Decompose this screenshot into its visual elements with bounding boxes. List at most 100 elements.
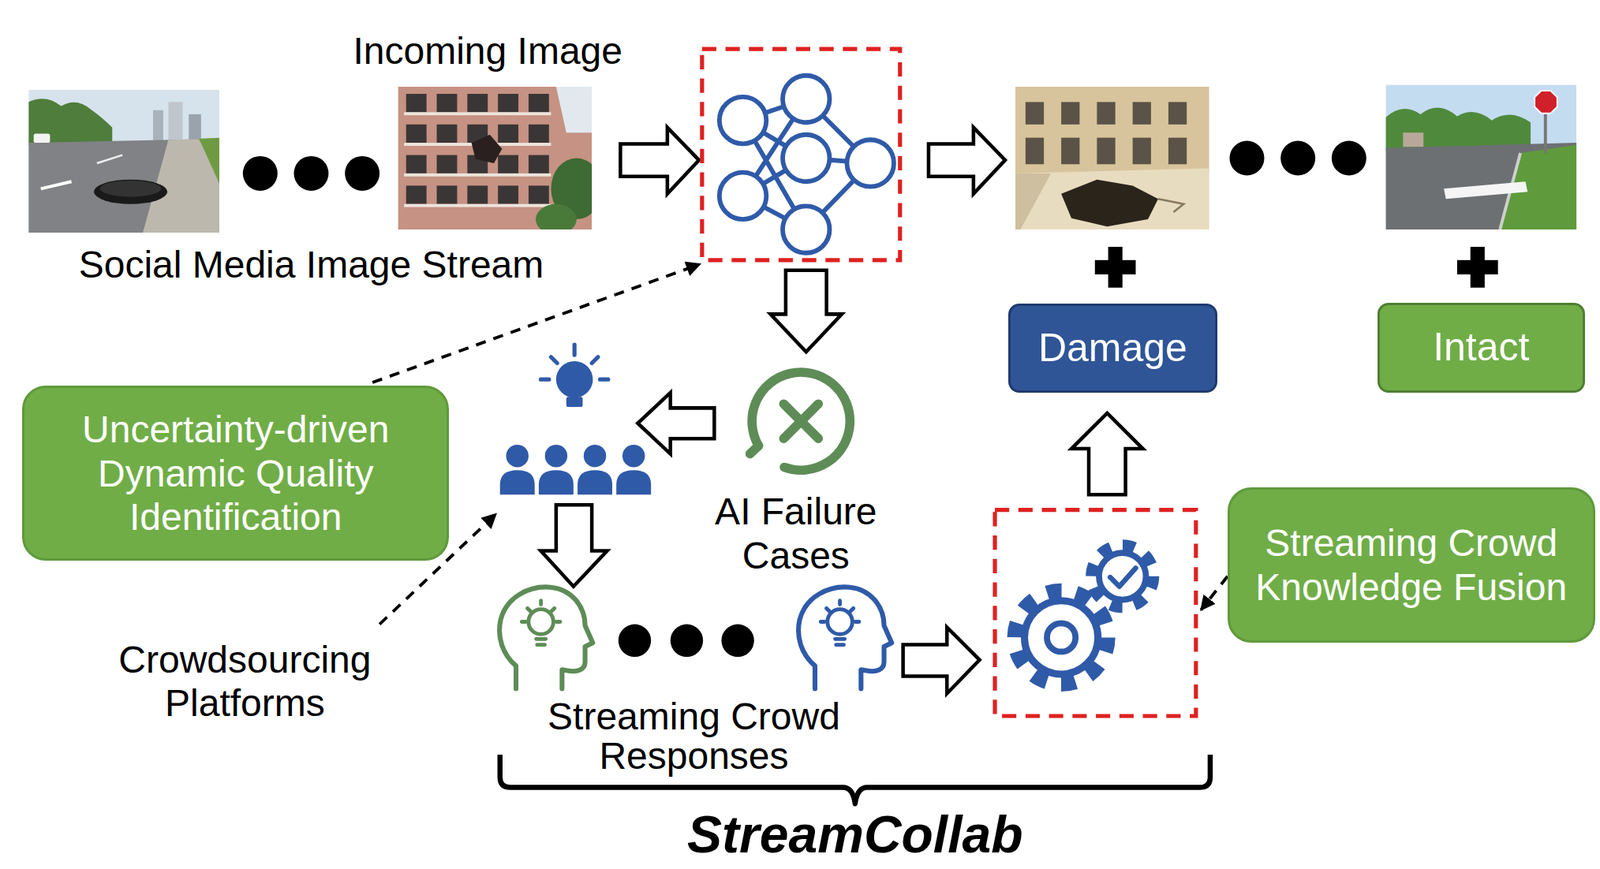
hollow-arrow-part <box>903 627 980 694</box>
road-sinkhole-photo-part <box>28 138 220 233</box>
building-photo-part-part <box>467 93 488 113</box>
neural-network-icon-part-part <box>846 139 894 187</box>
framework-name: StreamCollab <box>687 808 1023 861</box>
intact-road-photo <box>1385 84 1577 230</box>
hollow-arrow-part <box>1071 413 1144 495</box>
plus-sign-part <box>1470 246 1485 288</box>
gears-icon-part <box>1046 623 1076 652</box>
ellipsis-dots-part <box>344 156 380 191</box>
caption-label: Social Media Image Stream <box>78 243 545 288</box>
gears-icon <box>1014 545 1154 685</box>
building-photo-part-part <box>497 93 519 113</box>
ellipsis-dots-part <box>1229 141 1265 176</box>
road-sinkhole-photo-part <box>168 101 183 141</box>
neural-network-icon-part <box>719 75 894 254</box>
road-sinkhole-photo-part <box>198 138 220 184</box>
crowd-icon-part <box>500 470 535 495</box>
thinking-head-icon <box>798 586 892 689</box>
building-photo-part-part <box>406 124 427 143</box>
thinking-head-icon-part <box>528 609 554 636</box>
damaged-street-photo-part <box>1015 168 1210 230</box>
ellipsis-dots-part <box>242 156 278 191</box>
class-box: Intact <box>1377 302 1586 393</box>
damaged-street-photo <box>1015 86 1210 230</box>
caption-label: Incoming Image <box>352 29 623 73</box>
damaged-street-photo-part <box>1061 179 1159 227</box>
building-photo-part <box>403 112 551 207</box>
building-photo <box>397 86 592 230</box>
intact-road-photo-part <box>1385 142 1577 230</box>
hollow-arrow-part <box>770 270 842 352</box>
damaged-street-photo-part <box>1158 198 1184 213</box>
damaged-street-photo-part <box>1015 86 1210 230</box>
road-sinkhole-photo-part <box>188 114 202 142</box>
damaged-street-photo-part-part <box>1096 101 1115 124</box>
building-photo-part <box>471 134 503 164</box>
road-sinkhole-photo-part <box>33 133 51 143</box>
gears-icon-part <box>1014 590 1109 685</box>
gears-icon-part <box>1091 545 1154 608</box>
gears-icon-part <box>1099 553 1146 600</box>
failure-icon <box>750 372 851 471</box>
building-photo-part-part <box>528 155 550 174</box>
building-photo-part-part <box>403 112 551 116</box>
crowd-icon <box>500 344 651 495</box>
leader-line <box>372 264 1228 625</box>
failure-icon-part <box>751 372 850 471</box>
building-photo-part-part <box>403 173 551 177</box>
damaged-street-photo-part-part <box>1025 101 1044 124</box>
ellipsis-dots-part <box>618 624 651 658</box>
neural-network-icon-part-part <box>782 205 830 253</box>
intact-road-photo-part <box>1534 90 1558 114</box>
crowd-icon-part <box>616 470 651 495</box>
crowd-icon-part <box>566 396 584 408</box>
intact-road-photo-part <box>1443 181 1528 199</box>
building-photo-part-part <box>497 155 519 174</box>
plus-sign <box>1095 246 1499 288</box>
damaged-street-photo-part <box>1025 101 1187 165</box>
thinking-head-icon-part <box>798 586 892 689</box>
damaged-street-photo-part-part <box>1168 138 1187 165</box>
crowd-icon-part-part <box>540 344 608 380</box>
node-text: Damage <box>1038 325 1188 372</box>
leader-line-part <box>1200 576 1228 611</box>
caption-label: Crowdsourcing Platforms <box>94 638 395 726</box>
caption-label: AI Failure Cases <box>693 489 899 577</box>
crowd-icon-part <box>622 444 645 468</box>
building-photo-part-part <box>406 93 427 113</box>
damaged-street-photo-part-part <box>1025 138 1044 165</box>
crowd-icon-part <box>506 444 529 468</box>
building-photo-part-part <box>437 155 458 174</box>
dashed-frame-part <box>702 48 901 261</box>
crowd-icon-part <box>577 470 613 495</box>
failure-icon-part <box>750 445 759 454</box>
road-sinkhole-photo-part <box>97 155 123 164</box>
road-sinkhole-photo <box>28 89 220 233</box>
class-box: Damage <box>1008 303 1218 393</box>
node-text: Uncertainty-driven Dynamic Quality Ident… <box>38 407 433 539</box>
damaged-street-photo-part-part <box>1132 101 1152 124</box>
building-photo-part-part <box>437 124 458 143</box>
building-photo-part <box>535 204 577 230</box>
hollow-arrow-part <box>620 127 700 195</box>
road-sinkhole-photo-part <box>28 89 220 233</box>
module-box: Uncertainty-driven Dynamic Quality Ident… <box>22 385 449 561</box>
building-photo-part-part <box>528 124 550 143</box>
ellipsis-dots-part <box>721 624 754 658</box>
building-photo-part <box>406 93 550 205</box>
thinking-head-icon-part <box>827 609 853 636</box>
ellipsis-dots-part <box>1280 141 1316 176</box>
ellipsis-dots-part <box>1331 141 1367 176</box>
intact-road-photo-part <box>1385 84 1577 230</box>
neural-network-icon-part-part <box>782 75 830 123</box>
damaged-street-photo-part <box>1015 173 1051 230</box>
road-sinkhole-photo-part <box>41 181 72 189</box>
ellipsis-dots-part <box>293 156 329 191</box>
hollow-arrow-part <box>928 127 1006 195</box>
building-photo-part-part <box>497 185 519 204</box>
intact-road-photo-part <box>1385 107 1531 151</box>
crowd-icon-part <box>545 444 568 468</box>
neural-network-icon-part-part <box>782 134 830 182</box>
thinking-head-icon-part <box>521 601 561 646</box>
